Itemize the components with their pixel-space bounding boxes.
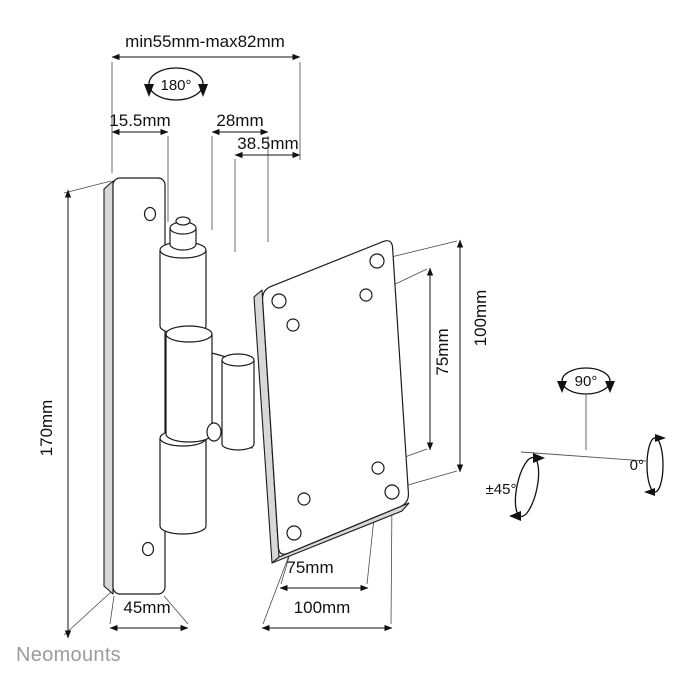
vesa-v100-label: 100mm [471, 290, 490, 347]
angle-45-label: ±45° [486, 481, 517, 498]
rotation-indicators [144, 67, 666, 521]
depth-range-label: min55mm-max82mm [125, 32, 285, 51]
pivot-cylinder-cap [221, 353, 255, 367]
brand-wordmark: Neomounts [16, 644, 121, 666]
plate-width-label: 45mm [123, 598, 170, 617]
dimension-lines [64, 53, 464, 639]
wall-plate-side [103, 180, 114, 595]
mount-drawing [103, 177, 410, 595]
rotate-0-arrowhead-bottom [644, 488, 655, 496]
swivel-180-arrowhead-right [198, 84, 208, 97]
vesa-hole-100-top-left [271, 293, 287, 309]
vesa-h100-label: 100mm [294, 598, 351, 617]
dimension-labels: min55mm-max82mm 180° 15.5mm 28mm 38.5mm … [37, 32, 644, 617]
vesa-hole-75-bottom-left [297, 492, 311, 506]
vesa-h75-label: 75mm [286, 558, 333, 577]
hinge-knuckle-top [159, 250, 207, 335]
segment-3-label: 38.5mm [237, 134, 298, 153]
segment-1-label: 15.5mm [109, 111, 170, 130]
vesa-hole-100-bottom-right [384, 484, 400, 500]
hinge-bolt-head [175, 216, 191, 226]
vesa-v75-label: 75mm [433, 328, 452, 375]
hinge-knuckle-bottom [159, 438, 207, 535]
vesa-hole-75-top-left [286, 318, 300, 332]
plate-height-label: 170mm [37, 400, 56, 457]
vesa-hole-75-bottom-right [371, 461, 385, 475]
tilt-45-arrowhead-top [533, 453, 545, 463]
hinge-knuckle-middle-cap [165, 325, 213, 343]
vesa-hole-75-top-right [359, 288, 373, 302]
swivel-90-arrowhead-left [557, 381, 567, 393]
vesa-hole-100-bottom-left [286, 525, 302, 541]
hinge-knuckle-middle [165, 334, 213, 443]
pivot-cylinder [221, 360, 255, 451]
tilt-axis-line [520, 451, 647, 462]
angle-180-label: 180° [160, 77, 191, 94]
wall-plate-screw-hole-top [143, 206, 157, 222]
wall-plate [112, 177, 166, 595]
angle-0-label: 0° [630, 457, 644, 474]
rotate-0-arrowhead-top [655, 434, 666, 442]
vesa-hole-100-top-right [369, 253, 385, 269]
tilt-knob [206, 422, 222, 442]
angle-90-label: 90° [575, 373, 598, 390]
wall-plate-screw-hole-bottom [141, 541, 155, 557]
swivel-90-arrowhead-right [605, 381, 615, 393]
segment-2-label: 28mm [216, 111, 263, 130]
rotate-0-ellipse [646, 437, 664, 493]
vesa-plate [261, 240, 410, 555]
tilt-45-arrowhead-bottom [509, 511, 521, 521]
swivel-180-arrowhead-left [144, 84, 154, 97]
